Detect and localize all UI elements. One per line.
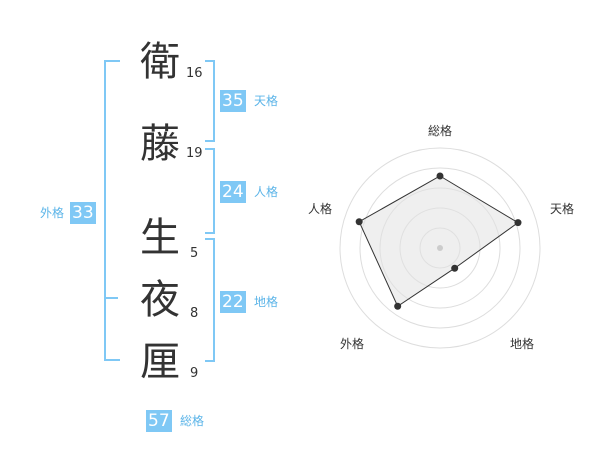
gaikaku-bracket — [104, 60, 120, 361]
radar-point-3 — [451, 264, 459, 272]
name-char-4: 夜 — [140, 277, 180, 323]
stroke-count-1: 16 — [186, 66, 203, 81]
soukaku-value-badge: 57 — [146, 410, 172, 432]
jinkaku-bracket — [205, 148, 215, 234]
tenkaku-value-badge: 35 — [220, 90, 246, 112]
soukaku-label: 総格 — [180, 414, 205, 428]
stroke-count-2: 19 — [186, 146, 203, 161]
jinkaku-value-badge: 24 — [220, 181, 246, 203]
radar-label-chikaku: 地格 — [510, 337, 535, 351]
name-char-2: 藤 — [140, 121, 180, 167]
stroke-count-5: 9 — [190, 366, 199, 381]
name-char-1: 衛 — [140, 39, 180, 85]
radar-label-tenkaku: 天格 — [550, 202, 575, 216]
radar-label-jinkaku: 人格 — [308, 202, 333, 216]
gaikaku-bracket-divider — [104, 297, 118, 299]
jinkaku-label: 人格 — [254, 185, 279, 199]
radar-label-soukaku: 総格 — [428, 124, 453, 138]
radar-point-1 — [436, 172, 444, 180]
stroke-count-3: 5 — [190, 246, 199, 261]
chikaku-label: 地格 — [254, 295, 279, 309]
gaikaku-value-badge: 33 — [70, 202, 96, 224]
tenkaku-bracket — [205, 60, 215, 142]
chikaku-bracket — [205, 238, 215, 362]
radar-label-gaikaku: 外格 — [340, 337, 365, 351]
radar-chart — [339, 147, 541, 349]
radar-point-4 — [394, 302, 402, 310]
chikaku-value-badge: 22 — [220, 291, 246, 313]
gaikaku-label: 外格 — [40, 206, 65, 220]
radar-polygon — [358, 175, 519, 307]
stroke-count-4: 8 — [190, 306, 199, 321]
radar-point-5 — [355, 218, 363, 226]
name-char-3: 生 — [140, 215, 180, 261]
radar-point-2 — [514, 219, 522, 227]
name-char-5: 厘 — [140, 339, 180, 385]
tenkaku-label: 天格 — [254, 94, 279, 108]
radar-center — [437, 245, 443, 251]
